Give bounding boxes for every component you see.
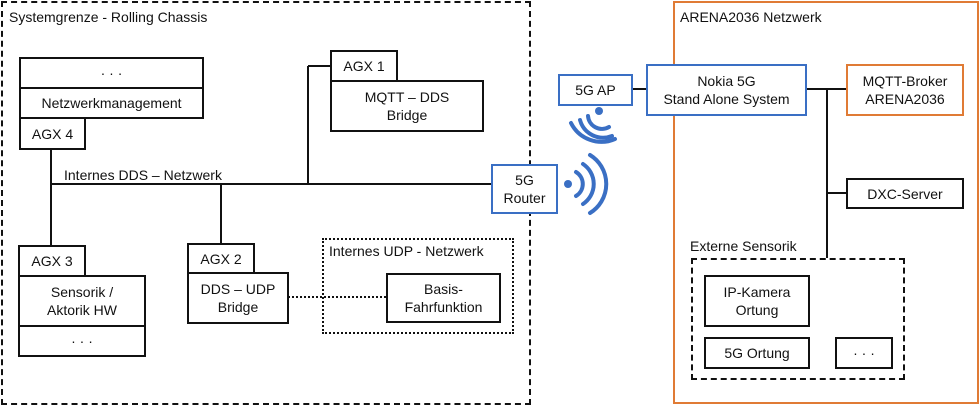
agx3-box: AGX 3: [18, 245, 86, 277]
5g-ortung-box: 5G Ortung: [704, 337, 810, 369]
external-more-box: · · ·: [835, 337, 893, 369]
mqtt-broker-box: MQTT-Broker ARENA2036: [846, 64, 964, 116]
basis-fahrfunktion-box: Basis- Fahrfunktion: [386, 273, 501, 323]
agx3-more-box: · · ·: [18, 325, 146, 357]
agx4-box: AGX 4: [19, 117, 86, 150]
5g-router-box: 5G Router: [491, 164, 558, 214]
arena-network-boundary: [673, 1, 979, 404]
arena-network-label: ARENA2036 Netzwerk: [680, 9, 822, 25]
network-management-box: Netzwerkmanagement: [19, 87, 204, 119]
ap-wireless-icon: [569, 107, 617, 144]
udp-network-boundary: [322, 238, 514, 334]
nokia-5g-sa-box: Nokia 5G Stand Alone System: [646, 64, 807, 116]
external-sensors-label: Externe Sensorik: [690, 238, 797, 254]
agx2-box: AGX 2: [187, 243, 255, 274]
router-wireless-icon: [564, 153, 609, 215]
mqtt-dds-bridge-box: MQTT – DDS Bridge: [330, 80, 484, 132]
dds-network-label: Internes DDS – Netzwerk: [64, 167, 222, 183]
ip-camera-box: IP-Kamera Ortung: [704, 275, 810, 327]
dds-udp-bridge-box: DDS – UDP Bridge: [187, 272, 289, 324]
dxc-server-box: DXC-Server: [846, 178, 964, 209]
udp-network-label: Internes UDP - Netzwerk: [329, 243, 484, 259]
agx1-box: AGX 1: [330, 50, 398, 82]
agx4-more-box: · · ·: [19, 57, 204, 89]
external-sensors-boundary: [691, 258, 905, 380]
5g-ap-box: 5G AP: [558, 74, 633, 106]
sensor-actuator-hw-box: Sensorik / Aktorik HW: [18, 275, 146, 327]
rolling-chassis-label: Systemgrenze - Rolling Chassis: [9, 9, 208, 25]
